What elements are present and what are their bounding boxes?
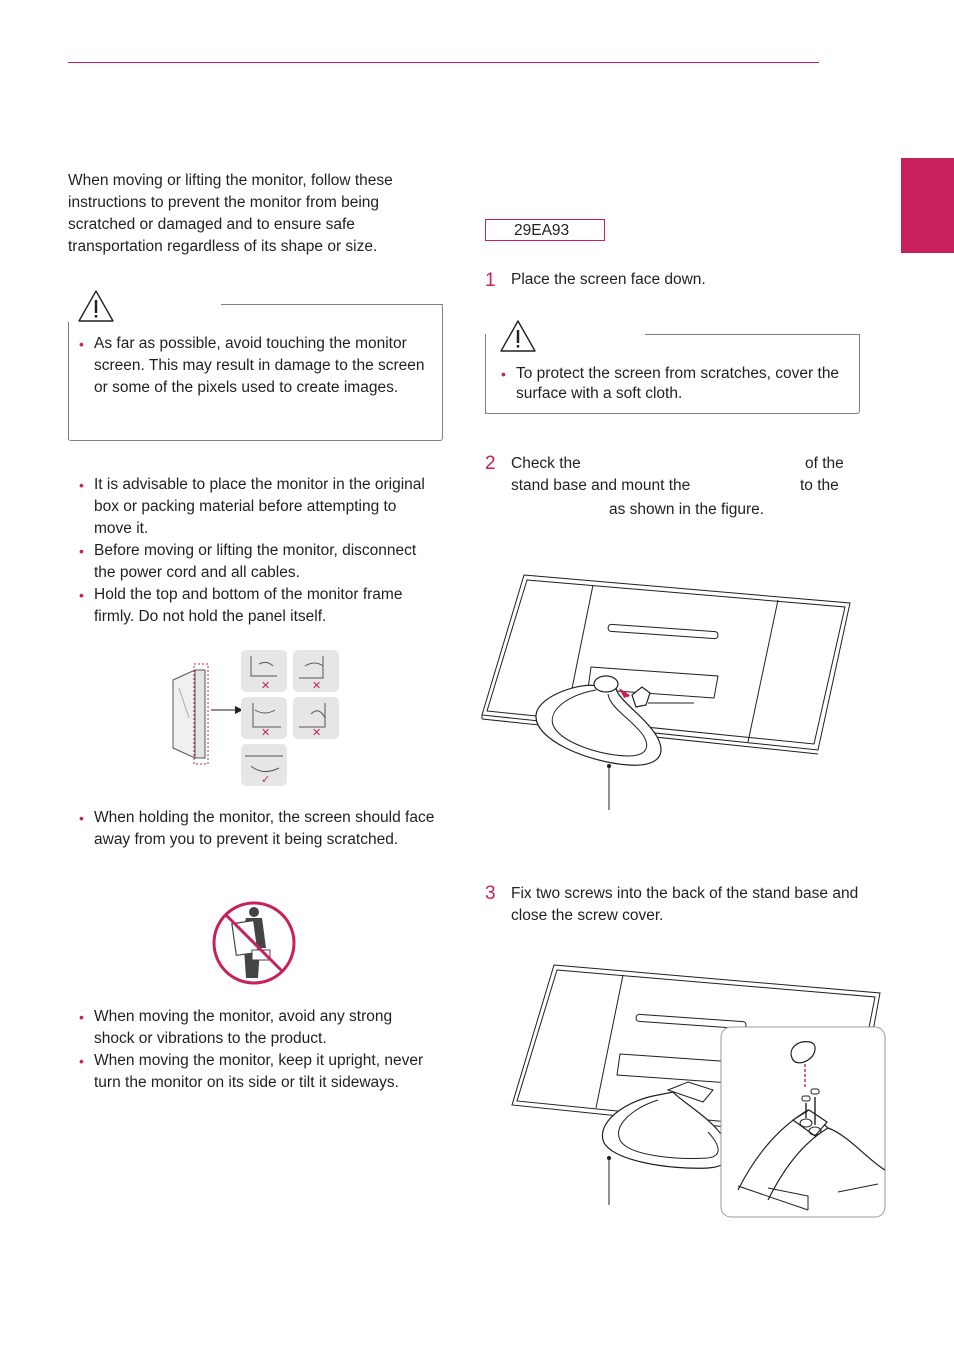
prohibited-carry-illustration [212, 901, 296, 985]
bullet-dot: • [79, 1009, 84, 1025]
step2-text: as shown in the figure. [609, 501, 765, 518]
moving-tips-list: •It is advisable to place the monitor in… [68, 474, 436, 628]
right-mark: ✓ [261, 774, 270, 786]
step-text: Place the screen face down. [511, 271, 706, 288]
wrong-mark: ✕ [312, 680, 321, 692]
list-item: •When holding the monitor, the screen sh… [79, 809, 435, 848]
bullet-dot: • [79, 1053, 84, 1069]
bullet-dot: • [79, 477, 84, 493]
wrong-mark: ✕ [312, 727, 321, 739]
caution-box-left-top-rule [221, 304, 443, 305]
caution-box-right-top-rule [645, 334, 860, 335]
step2-text: to the [800, 477, 839, 494]
caution-box-right-side-rule [485, 350, 486, 414]
header-rule [68, 62, 819, 63]
bullet-dot: • [501, 366, 506, 382]
list-item: •When moving the monitor, avoid any stro… [79, 1008, 393, 1047]
hold-monitor-illustration: ✕ ✕ ✕ ✕ ✓ [172, 650, 339, 786]
stand-body [631, 686, 651, 708]
list-item: •As far as possible, avoid touching the … [79, 335, 425, 396]
shock-list: •When moving the monitor, avoid any stro… [68, 1006, 436, 1094]
step-number: 2 [485, 453, 496, 474]
wrong-mark: ✕ [261, 727, 270, 739]
step2-text: Check the [511, 455, 581, 472]
bullet-dot: • [79, 543, 84, 559]
stand-base [535, 675, 662, 766]
holding-list: •When holding the monitor, the screen sh… [68, 807, 436, 851]
bullet-dot: • [79, 336, 84, 352]
intro-paragraph: When moving or lifting the monitor, foll… [68, 172, 393, 255]
step2-text: stand base and mount the [511, 477, 691, 494]
list-item: •When moving the monitor, keep it uprigh… [79, 1052, 424, 1091]
step-number: 1 [485, 270, 496, 291]
caution-box-left [68, 304, 443, 441]
warning-triangle-icon [500, 320, 536, 352]
zoom-inset [720, 1026, 886, 1218]
step-text: Fix two screws into the back of the stan… [511, 885, 859, 924]
list-item: •Before moving or lifting the monitor, d… [79, 542, 417, 581]
list-item: •To protect the screen from scratches, c… [501, 365, 840, 402]
screw-fix-figure [511, 964, 886, 1218]
step-number: 3 [485, 883, 496, 904]
step2-text: of the [805, 455, 844, 472]
bullet-dot: • [79, 810, 84, 826]
list-item: •Hold the top and bottom of the monitor … [79, 586, 403, 625]
grip-examples: ✕ ✕ ✕ ✕ ✓ [241, 650, 339, 786]
stand-mount-figure [481, 574, 851, 810]
language-tab [901, 158, 954, 253]
list-item: •It is advisable to place the monitor in… [79, 476, 425, 537]
warning-triangle-icon [78, 290, 114, 322]
model-badge: 29EA93 [485, 219, 605, 241]
monitor-side-view [172, 663, 209, 765]
wrong-mark: ✕ [261, 680, 270, 692]
bullet-dot: • [79, 587, 84, 603]
caution-list-left: •As far as possible, avoid touching the … [68, 333, 426, 399]
caution-list-right: •To protect the screen from scratches, c… [490, 364, 842, 404]
caution-box-left-side-rule [68, 322, 69, 440]
